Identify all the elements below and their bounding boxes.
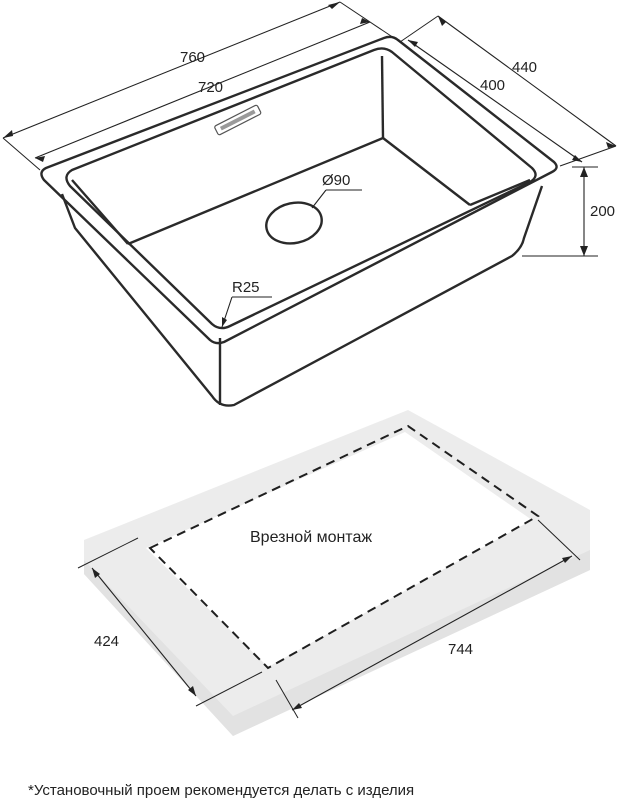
dim-cutout-length: 744 [275, 519, 581, 719]
sink-bowl-body [60, 185, 544, 407]
dim-depth: 200 [522, 166, 615, 257]
dim-inner-width: 400 [407, 39, 583, 163]
dim-label-760: 760 [180, 49, 205, 66]
dim-inner-length: 720 [34, 18, 371, 162]
dim-label-720: 720 [198, 79, 223, 96]
dim-label-radius: R25 [232, 279, 260, 296]
sink-corner-crease [380, 55, 385, 139]
dim-overall-length: 760 [2, 1, 401, 171]
drain-hole [265, 201, 323, 245]
sink-basin-floor [127, 136, 471, 246]
dim-label-744: 744 [448, 641, 473, 658]
dim-label-drain: Ø90 [322, 172, 350, 189]
countertop [84, 410, 590, 736]
dim-label-440: 440 [512, 59, 537, 76]
dim-cutout-width: 424 [77, 537, 263, 707]
sink-corner-crease [469, 178, 531, 207]
sink-inner-rim [65, 47, 537, 330]
dim-label-400: 400 [480, 77, 505, 94]
cutout-title: Врезной монтаж [250, 529, 372, 546]
dim-drain-diameter: Ø90 [311, 172, 362, 209]
cutout-opening [146, 432, 532, 667]
dim-label-200: 200 [590, 203, 615, 220]
dim-corner-radius: R25 [221, 279, 272, 328]
footnote: *Установочный проем рекомендуется делать… [28, 782, 414, 799]
dim-label-424: 424 [94, 633, 119, 650]
brand-plate [214, 104, 262, 136]
sink-corner-crease [71, 179, 129, 245]
dim-overall-width: 440 [399, 15, 617, 167]
cutout-dashed-outline [148, 424, 540, 670]
